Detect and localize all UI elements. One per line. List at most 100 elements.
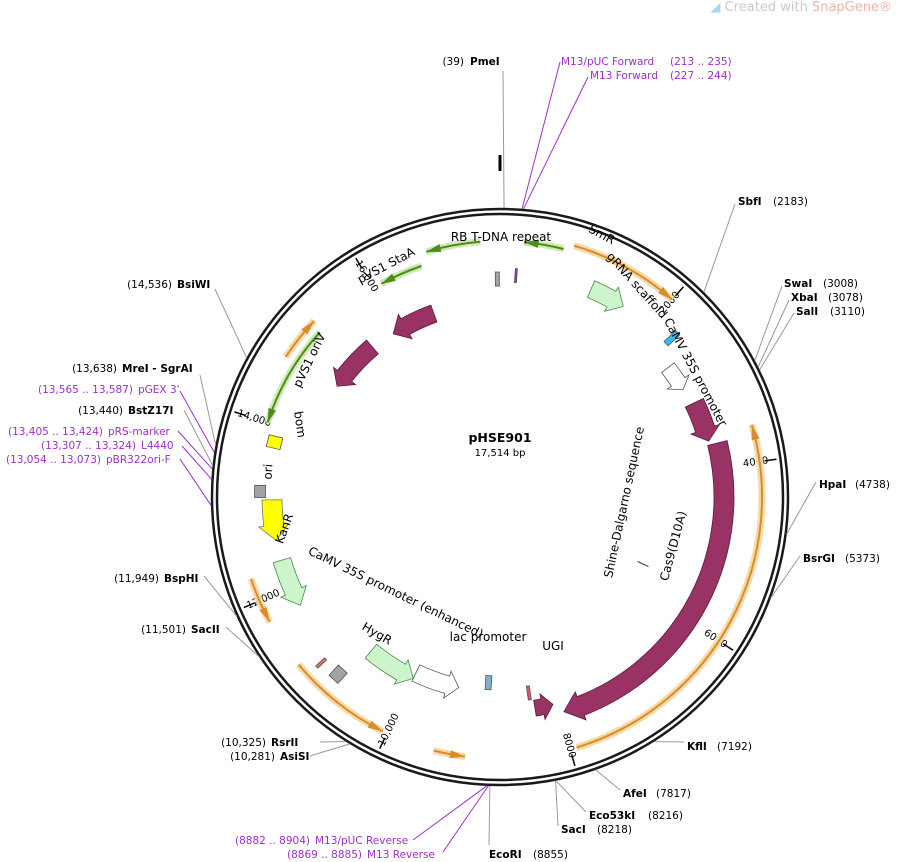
site-hpai[interactable]: HpaI (4738): [819, 479, 890, 491]
site-pmei[interactable]: (39) PmeI: [442, 56, 499, 68]
hygr-arrow[interactable]: [364, 643, 414, 685]
site-bsiwi[interactable]: (14,536) BsiWI: [127, 279, 210, 291]
primer-pgex-3[interactable]: (13,565 .. 13,587) pGEX 3': [38, 384, 180, 396]
pvs1-repa-arrow[interactable]: [332, 339, 379, 387]
site-name: XbaI: [791, 292, 818, 304]
site-swai[interactable]: SwaI (3008): [784, 278, 858, 290]
primer-m13-puc-reverse[interactable]: (8882 .. 8904) M13/pUC Reverse: [235, 835, 408, 847]
site-bsphi[interactable]: (11,949) BspHI: [114, 573, 198, 585]
site-afei[interactable]: AfeI (7817): [623, 788, 691, 800]
primer-range: (13,565 .. 13,587): [38, 384, 133, 396]
site-pos: (10,281): [230, 751, 275, 763]
site-bstz17i[interactable]: (13,440) BstZ17I: [78, 405, 173, 417]
arc-green-top-left[interactable]: [425, 238, 481, 256]
watermark-prefix: Created with: [724, 0, 812, 15]
snapgene-watermark: ◢ Created with SnapGene®: [711, 0, 892, 15]
arc-green-left[interactable]: [264, 329, 323, 424]
primer-m13-reverse[interactable]: (8869 .. 8885) M13 Reverse: [287, 849, 435, 861]
site-eco53ki[interactable]: Eco53kI (8216): [589, 810, 683, 822]
site-pos: (3078): [828, 292, 863, 304]
lac-promoter-box[interactable]: [484, 675, 493, 691]
site-leader-line: [770, 555, 801, 599]
bom-box[interactable]: [254, 484, 267, 498]
site-asisi[interactable]: (10,281) AsiSI: [230, 751, 309, 763]
feature-label-smr: SmR: [586, 222, 617, 247]
pvs1-staa-arrow[interactable]: [392, 304, 438, 340]
site-pos: (39): [442, 56, 464, 68]
arc-green-top[interactable]: [523, 238, 565, 253]
primer-name: pBR322ori-F: [106, 454, 171, 466]
feature-label-shine-dalgarno: Shine-Dalgarno sequence: [601, 425, 647, 579]
site-kfli[interactable]: KflI (7192): [687, 741, 752, 753]
site-sacii[interactable]: (11,501) SacII: [141, 624, 220, 636]
cas9-arrow[interactable]: [563, 440, 735, 721]
camv35s-red-box[interactable]: [315, 657, 328, 669]
camv35s-gray-box[interactable]: [328, 664, 348, 684]
arc-orange-bottom-head: [449, 750, 466, 759]
primer-m13-forward[interactable]: M13 Forward (227 .. 244): [590, 70, 732, 82]
backbone-outer-ring: [210, 207, 790, 787]
site-xbai[interactable]: XbaI (3078): [791, 292, 863, 304]
site-name: BspHI: [164, 573, 198, 585]
arc-orange-smr-head: [658, 286, 673, 300]
tick-label: 8000: [560, 732, 577, 759]
arc-green-upper[interactable]: [379, 262, 423, 287]
feature-label-ori: ori: [260, 463, 275, 480]
site-name: SacII: [191, 624, 220, 636]
arc-green-upper-head: [381, 273, 396, 284]
feature-label-cas9: Cas9(D10A): [657, 510, 689, 583]
site-leader-line: [555, 780, 559, 827]
ugi-arrow[interactable]: [533, 693, 554, 721]
site-leader-line: [177, 430, 213, 470]
arc-orange-left[interactable]: [247, 577, 273, 624]
site-pos: (10,325): [221, 737, 266, 749]
site-pos: (8216): [648, 810, 683, 822]
site-sali[interactable]: SalI (3110): [796, 306, 865, 318]
primer-pbr322ori-f[interactable]: (13,054 .. 13,073) pBR322ori-F: [6, 454, 171, 466]
site-sbfi[interactable]: SbfI (2183): [738, 196, 808, 208]
arc-orange-bottom[interactable]: [432, 747, 466, 761]
site-name: SbfI: [738, 196, 762, 208]
rb-tdna-repeat-box[interactable]: [494, 271, 500, 287]
camv35s-enhanced-arrow[interactable]: [411, 664, 460, 700]
site-mrei-sgrai[interactable]: (13,638) MreI - SgrAI: [72, 363, 193, 375]
site-bsrgi[interactable]: BsrGI (5373): [803, 553, 880, 565]
grna-scaffold-box[interactable]: [663, 330, 681, 347]
tick-mark: [243, 602, 256, 609]
snapgene-logo-icon: ◢: [710, 0, 721, 15]
camv35s-promoter-arrow[interactable]: [661, 362, 690, 391]
tick-mark: [234, 411, 246, 417]
ugi-red-box[interactable]: [525, 685, 532, 701]
arc-orange-cas9[interactable]: [575, 423, 766, 751]
site-name: RsrII: [271, 737, 298, 749]
tick-mark: [355, 257, 363, 269]
site-leader-line: [521, 61, 561, 209]
site-ecori[interactable]: EcoRI (8855): [489, 849, 568, 861]
feature-label-ugi: UGI: [542, 639, 564, 653]
arc-orange-smr[interactable]: [573, 242, 675, 303]
site-rsrii[interactable]: (10,325) RsrII: [221, 737, 298, 749]
site-saci[interactable]: SacI (8218): [561, 824, 632, 836]
arc-orange-bottom-left[interactable]: [295, 662, 385, 735]
primer-prs-marker[interactable]: (13,405 .. 13,424) pRS-marker: [8, 426, 171, 438]
primer-name: M13/pUC Forward: [561, 56, 654, 68]
primer-name: M13 Forward: [590, 70, 658, 82]
site-name: SwaI: [784, 278, 812, 290]
primer-l4440[interactable]: (13,307 .. 13,324) L4440: [41, 440, 174, 452]
shine-dalgarno-mark: [637, 561, 649, 568]
primer-m13-puc-forward[interactable]: M13/pUC Forward (213 .. 235): [561, 56, 732, 68]
kanr-arrow[interactable]: [272, 557, 307, 606]
site-pos: (8855): [533, 849, 568, 861]
site-leader-line: [786, 481, 817, 535]
primer-name: pRS-marker: [108, 426, 171, 438]
pvs1-oriv-box[interactable]: [265, 434, 284, 451]
apo-arrow[interactable]: [684, 397, 721, 442]
primer-top-box[interactable]: [513, 268, 518, 284]
tick-mark: [674, 286, 685, 297]
ori-arrow[interactable]: [257, 499, 290, 542]
primer-range: (8882 .. 8904): [235, 835, 310, 847]
arc-orange-bottom-left-head: [367, 720, 383, 732]
arc-orange-upper-left[interactable]: [282, 318, 317, 359]
smr-arrow[interactable]: [586, 280, 624, 313]
